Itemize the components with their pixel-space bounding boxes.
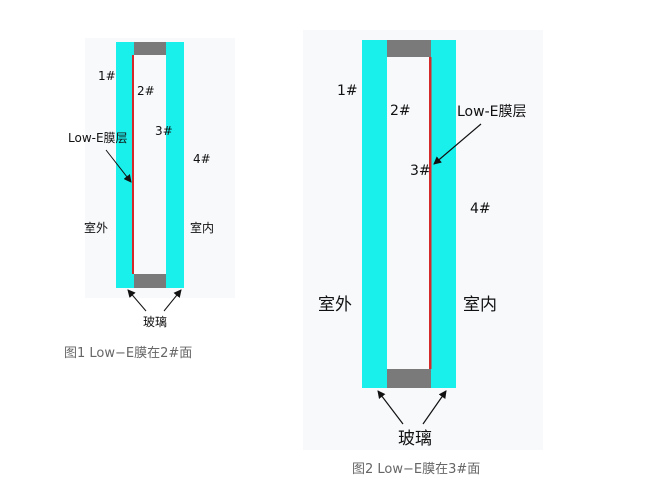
figure-2-surface-3-label: 3# xyxy=(410,163,431,179)
figure-1-surface-3-label: 3# xyxy=(155,124,173,138)
figure-2-low-e-coating xyxy=(429,57,432,369)
figure-2-indoor-label: 室内 xyxy=(463,295,497,315)
figure-2-top-spacer xyxy=(387,40,431,57)
figure-2-glass-arrow-right xyxy=(422,390,447,425)
figure-1-inner-glass-pane xyxy=(166,42,184,288)
figure-1-indoor-label: 室内 xyxy=(190,220,214,235)
figure-1-surface-2-label: 2# xyxy=(137,84,155,98)
figure-1-coating-label: Low-E膜层 xyxy=(68,131,128,145)
figure-2-surface-4-label: 4# xyxy=(470,201,491,217)
figure-1-glass-arrow-left xyxy=(127,289,147,312)
figure-1-bottom-spacer xyxy=(134,274,166,288)
figure-1-glass-label: 玻璃 xyxy=(143,315,167,329)
figure-1-top-spacer xyxy=(134,42,166,55)
figure-2-bottom-spacer xyxy=(387,369,431,388)
figure-1-outer-glass-pane xyxy=(116,42,134,288)
figure-2-caption: 图2 Low−E膜在3#面 xyxy=(352,462,480,477)
figure-1-surface-4-label: 4# xyxy=(193,152,211,166)
figure-2-glass-label: 玻璃 xyxy=(398,429,432,449)
figure-1-outdoor-label: 室外 xyxy=(84,220,108,235)
figure-2-outdoor-label: 室外 xyxy=(318,295,352,315)
figure-1-low-e-coating xyxy=(132,55,134,274)
figure-2-surface-2-label: 2# xyxy=(390,103,411,119)
figure-2: 1# 2# 3# 4# Low-E膜层 室外 室内 玻璃 图2 Low−E膜在3… xyxy=(303,30,543,477)
figure-1-glass-arrow-right xyxy=(163,289,182,312)
figure-2-coating-arrow xyxy=(433,123,482,165)
figure-2-outer-glass-pane xyxy=(362,40,387,388)
figure-2-coating-label: Low-E膜层 xyxy=(457,104,526,120)
figure-2-surface-1-label: 1# xyxy=(337,83,358,99)
figure-1-coating-arrow xyxy=(105,149,132,183)
figure-1-surface-1-label: 1# xyxy=(98,69,116,83)
figure-2-glass-arrow-left xyxy=(377,390,404,425)
figure-1: 1# 2# 3# 4# Low-E膜层 室外 室内 玻璃 图1 Low−E膜在2… xyxy=(64,38,235,361)
figure-2-inner-glass-pane xyxy=(431,40,456,388)
figure-1-panel-background xyxy=(85,38,235,298)
figure-1-caption: 图1 Low−E膜在2#面 xyxy=(64,346,192,361)
